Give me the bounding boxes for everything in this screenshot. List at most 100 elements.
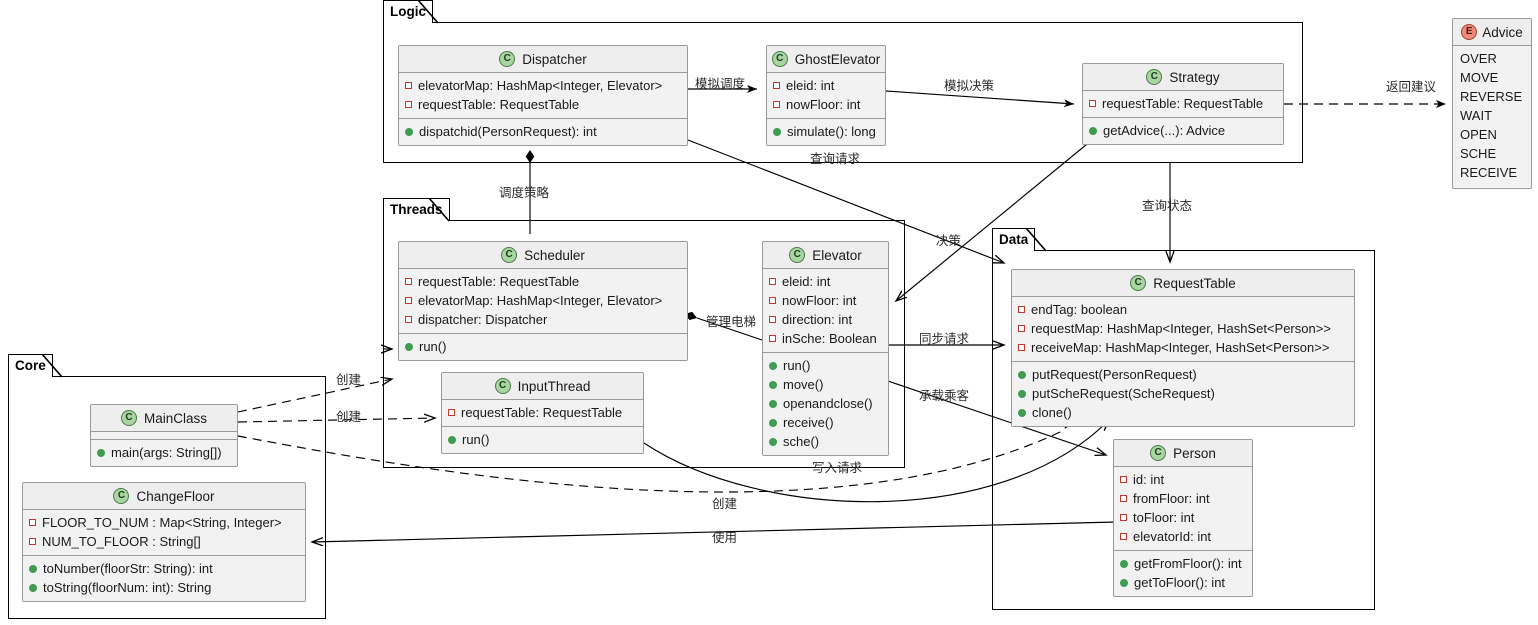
class-inputthread-attributes: requestTable: RequestTable — [442, 400, 643, 426]
edge-label-sim-dispatch: 模拟调度 — [695, 76, 746, 91]
public-marker-icon — [1018, 370, 1026, 379]
class-dispatcher-methods: dispatchid(PersonRequest): int — [399, 118, 687, 145]
class-mainclass[interactable]: C MainClass main(args: String[]) — [90, 404, 238, 467]
enum-constant-row: OPEN — [1460, 127, 1497, 142]
method-row: putRequest(PersonRequest) — [1018, 365, 1348, 384]
class-requesttable[interactable]: C RequestTable endTag: boolean requestMa… — [1011, 269, 1355, 427]
package-data-label: Data — [999, 232, 1029, 247]
private-marker-icon — [1018, 325, 1025, 332]
method-row: getFromFloor(): int — [1120, 554, 1246, 573]
class-changefloor-attributes: FLOOR_TO_NUM : Map<String, Integer> NUM_… — [23, 510, 305, 555]
attribute-row: dispatcher: Dispatcher — [405, 310, 681, 329]
package-data — [992, 250, 1375, 610]
class-stereotype-icon: C — [771, 51, 788, 67]
class-scheduler-methods: run() — [399, 333, 687, 360]
edge-label-carry-pass: 承载乘客 — [919, 388, 970, 403]
class-mainclass-methods: main(args: String[]) — [91, 439, 237, 466]
private-marker-icon — [773, 101, 780, 108]
private-marker-icon — [405, 297, 412, 304]
package-core-label: Core — [15, 358, 46, 373]
class-requesttable-attributes: endTag: boolean requestMap: HashMap<Inte… — [1012, 297, 1354, 361]
private-marker-icon — [29, 519, 36, 526]
enum-advice-constants: OVER MOVE REVERSE WAIT OPEN SCHE RECEIVE — [1453, 46, 1531, 188]
class-mainclass-header: C MainClass — [91, 405, 237, 432]
edge-label-use-cf: 使用 — [712, 530, 738, 545]
package-data-tab-slant — [1026, 228, 1047, 252]
attribute-row: FLOOR_TO_NUM : Map<String, Integer> — [29, 513, 299, 532]
class-inputthread-methods: run() — [442, 426, 643, 453]
class-stereotype-icon: C — [499, 51, 516, 67]
class-scheduler-header: C Scheduler — [399, 242, 687, 269]
package-threads-tab: Threads — [383, 198, 450, 221]
package-core — [8, 376, 326, 619]
method-row: run() — [405, 337, 681, 356]
package-core-tab-slant — [42, 354, 63, 378]
public-marker-icon — [1120, 559, 1128, 568]
edge-label-create-input: 创建 — [336, 372, 362, 387]
class-dispatcher-header: C Dispatcher — [399, 46, 687, 73]
public-marker-icon — [29, 583, 37, 592]
class-inputthread[interactable]: C InputThread requestTable: RequestTable… — [441, 372, 644, 454]
class-elevator[interactable]: C Elevator eleid: int nowFloor: int dire… — [762, 241, 889, 456]
class-ghostelevator-attributes: eleid: int nowFloor: int — [767, 73, 885, 118]
private-marker-icon — [405, 101, 412, 108]
class-scheduler[interactable]: C Scheduler requestTable: RequestTable e… — [398, 241, 688, 361]
attribute-row: requestTable: RequestTable — [405, 95, 681, 114]
package-logic-label: Logic — [390, 4, 426, 19]
edge-label-decision: 决策 — [936, 233, 962, 248]
class-scheduler-name: Scheduler — [524, 247, 585, 263]
private-marker-icon — [769, 297, 776, 304]
private-marker-icon — [769, 335, 776, 342]
class-elevator-attributes: eleid: int nowFloor: int direction: int … — [763, 269, 888, 352]
class-stereotype-icon: C — [1150, 445, 1167, 461]
package-logic-tab: Logic — [383, 0, 433, 23]
public-marker-icon — [405, 342, 413, 351]
attribute-row: fromFloor: int — [1120, 489, 1246, 508]
package-threads-tab-slant — [429, 198, 450, 222]
public-marker-icon — [773, 127, 781, 136]
class-person-methods: getFromFloor(): int getToFloor(): int — [1114, 550, 1252, 596]
private-marker-icon — [1018, 306, 1025, 313]
attribute-row: eleid: int — [773, 76, 879, 95]
class-stereotype-icon: C — [501, 247, 518, 263]
class-stereotype-icon: C — [789, 247, 806, 263]
class-changefloor-header: C ChangeFloor — [23, 483, 305, 510]
public-marker-icon — [405, 127, 413, 136]
class-strategy-header: C Strategy — [1083, 64, 1283, 91]
class-changefloor[interactable]: C ChangeFloor FLOOR_TO_NUM : Map<String,… — [22, 482, 306, 602]
class-person-attributes: id: int fromFloor: int toFloor: int elev… — [1114, 467, 1252, 550]
class-stereotype-icon: C — [1130, 275, 1147, 291]
class-ghostelevator-name: GhostElevator — [794, 51, 881, 67]
attribute-row: elevatorId: int — [1120, 527, 1246, 546]
class-dispatcher[interactable]: C Dispatcher elevatorMap: HashMap<Intege… — [398, 45, 688, 146]
attribute-row: nowFloor: int — [769, 291, 882, 310]
method-row: run() — [448, 430, 637, 449]
class-mainclass-attributes — [91, 432, 237, 439]
class-strategy[interactable]: C Strategy requestTable: RequestTable ge… — [1082, 63, 1284, 145]
enum-constant-row: OVER — [1460, 51, 1497, 66]
method-row: simulate(): long — [773, 122, 879, 141]
public-marker-icon — [1089, 126, 1097, 135]
private-marker-icon — [773, 82, 780, 89]
private-marker-icon — [405, 316, 412, 323]
attribute-row: elevatorMap: HashMap<Integer, Elevator> — [405, 76, 681, 95]
private-marker-icon — [1018, 344, 1025, 351]
class-person[interactable]: C Person id: int fromFloor: int toFloor:… — [1113, 439, 1253, 597]
attribute-row: id: int — [1120, 470, 1246, 489]
public-marker-icon — [1018, 389, 1026, 398]
edge-label-create-rt: 创建 — [712, 496, 738, 511]
class-dispatcher-attributes: elevatorMap: HashMap<Integer, Elevator> … — [399, 73, 687, 118]
class-ghostelevator[interactable]: C GhostElevator eleid: int nowFloor: int… — [766, 45, 886, 146]
edge-label-create-main: 创建 — [336, 409, 362, 424]
private-marker-icon — [29, 538, 36, 545]
method-row: toString(floorNum: int): String — [29, 578, 299, 597]
edge-label-sim-decide: 模拟决策 — [944, 78, 995, 93]
class-stereotype-icon: C — [113, 488, 130, 504]
edge-label-query-state: 查询状态 — [1142, 198, 1193, 213]
enum-constant-row: MOVE — [1460, 70, 1499, 85]
package-logic — [383, 22, 1303, 163]
enum-advice[interactable]: E Advice OVER MOVE REVERSE WAIT OPEN SCH… — [1452, 18, 1532, 189]
class-strategy-name: Strategy — [1169, 69, 1220, 85]
enum-constant-row: SCHE — [1460, 146, 1497, 161]
